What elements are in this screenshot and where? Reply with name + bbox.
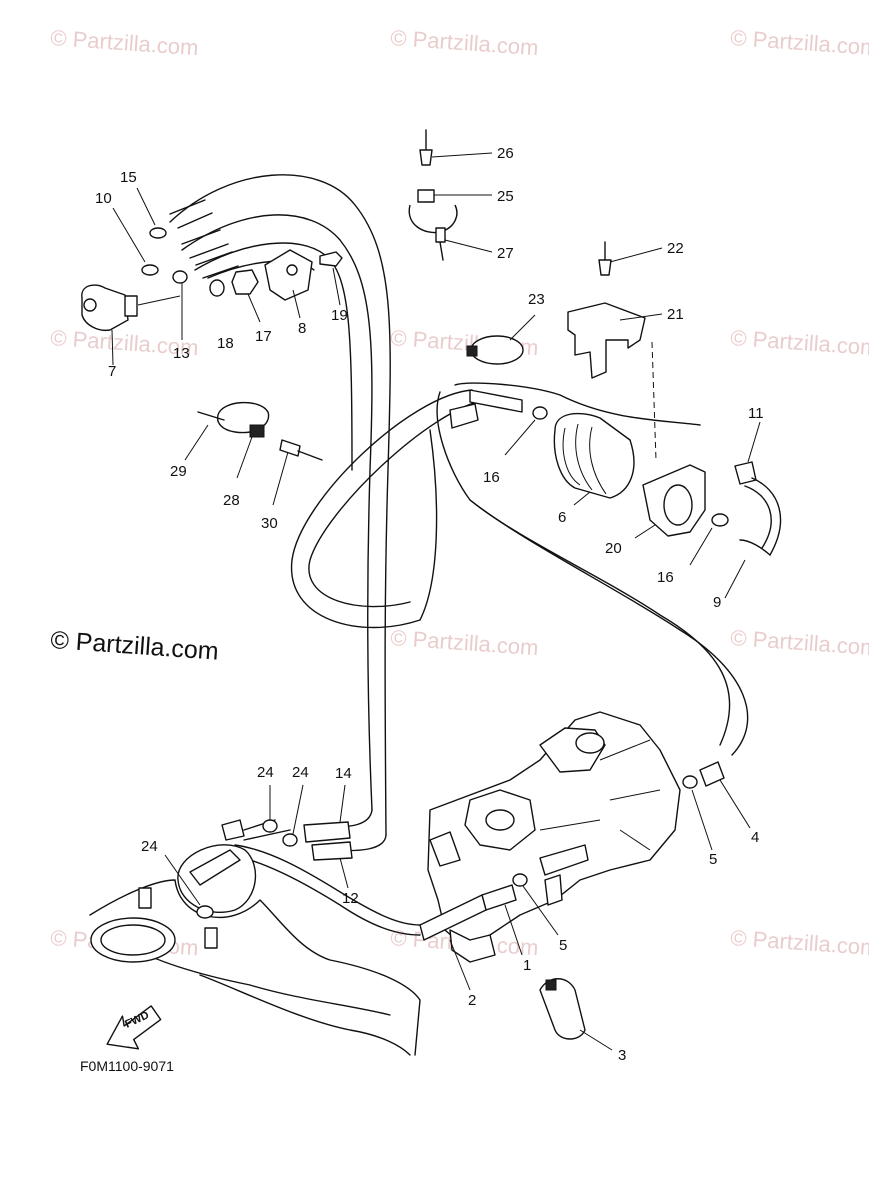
- part-29-strap: [184, 424, 209, 461]
- callout-17: 17: [255, 328, 272, 345]
- callout-19: 19: [331, 307, 348, 324]
- part-28-clamp: [197, 401, 270, 479]
- callout-14: 14: [335, 765, 352, 782]
- callout-24-a: 24: [257, 764, 274, 781]
- callout-7: 7: [108, 363, 116, 380]
- watermark-text: © Partzilla.com: [730, 25, 869, 60]
- callout-labels: 26 25 27 22 21 23 15 10 7 13 18 17 8 19 …: [95, 145, 764, 1064]
- callout-16-lower: 16: [657, 569, 674, 586]
- part-18-washer: [209, 279, 225, 297]
- part-23-band: [466, 314, 536, 365]
- part-4-hose-end: [699, 761, 751, 829]
- hose-bottom: [229, 844, 421, 936]
- hose-stubs: [169, 199, 239, 279]
- callout-2: 2: [468, 992, 476, 1009]
- callout-12: 12: [342, 890, 359, 907]
- part-24-clips: [164, 784, 304, 919]
- callout-5-lower: 5: [559, 937, 567, 954]
- callout-28: 28: [223, 492, 240, 509]
- callout-1: 1: [523, 957, 531, 974]
- part-10-clip: [112, 207, 159, 276]
- callout-21: 21: [667, 306, 684, 323]
- callout-18: 18: [217, 335, 234, 352]
- callout-4: 4: [751, 829, 759, 846]
- callout-13: 13: [173, 345, 190, 362]
- callout-29: 29: [170, 463, 187, 480]
- hose-end-upper: [449, 389, 523, 429]
- part-6-boot: [553, 412, 635, 506]
- part-2-hose-end: [419, 894, 487, 991]
- fuel-tank: [89, 819, 421, 1056]
- part-19-screw: [319, 251, 343, 306]
- callout-30: 30: [261, 515, 278, 532]
- callout-24-c: 24: [141, 838, 158, 855]
- watermark-text: © Partzilla.com: [730, 925, 869, 960]
- callout-8: 8: [298, 320, 306, 337]
- watermark-text: © Partzilla.com: [50, 25, 200, 60]
- hose-loop: [290, 382, 749, 756]
- part-20-holder: [634, 464, 706, 539]
- watermark-text: © Partzilla.com: [390, 25, 540, 60]
- watermark-text: © Partzilla.com: [390, 625, 540, 660]
- callout-26: 26: [497, 145, 514, 162]
- callout-16-upper: 16: [483, 469, 500, 486]
- callout-9: 9: [713, 594, 721, 611]
- watermark-text: © Partzilla.com: [730, 325, 869, 360]
- part-25-clamp: [408, 189, 493, 261]
- callout-15: 15: [120, 169, 137, 186]
- watermark-text: © Partzilla.com: [730, 625, 869, 660]
- fwd-arrow-icon: FWD: [106, 1005, 162, 1050]
- part-5-clip-lower: [512, 873, 559, 936]
- diagram-code: F0M1100-9071: [80, 1058, 174, 1074]
- part-17-nut: [231, 269, 261, 323]
- callout-27: 27: [497, 245, 514, 262]
- part-8-grommet: [264, 249, 313, 319]
- part-16-clip-lower: [689, 513, 729, 566]
- throttle-body-assembly: [427, 711, 681, 963]
- callout-25: 25: [497, 188, 514, 205]
- watermark-main: © Partzilla.com: [50, 626, 220, 666]
- part-30-rivet: [272, 439, 323, 506]
- callout-11: 11: [748, 405, 764, 422]
- part-13-clip: [172, 270, 188, 340]
- part-14-hose: [303, 784, 351, 843]
- part-3-clamp: [539, 978, 613, 1051]
- callout-6: 6: [558, 509, 566, 526]
- part-11-fitting: [734, 421, 782, 556]
- part-12-hose: [311, 841, 353, 889]
- callout-23: 23: [528, 291, 545, 308]
- part-21-bracket: [567, 241, 663, 461]
- callout-3: 3: [618, 1047, 626, 1064]
- callout-22: 22: [667, 240, 684, 257]
- callout-10: 10: [95, 190, 112, 207]
- callout-5-upper: 5: [709, 851, 717, 868]
- part-7-valve: [81, 284, 181, 366]
- part-26-rivet: [419, 129, 493, 166]
- callout-24-b: 24: [292, 764, 309, 781]
- part-5-clip-upper: [682, 775, 713, 851]
- callout-20: 20: [605, 540, 622, 557]
- part-15-clip: [136, 187, 167, 239]
- part-9-hose: [724, 539, 771, 599]
- part-16-clip-upper: [504, 406, 548, 456]
